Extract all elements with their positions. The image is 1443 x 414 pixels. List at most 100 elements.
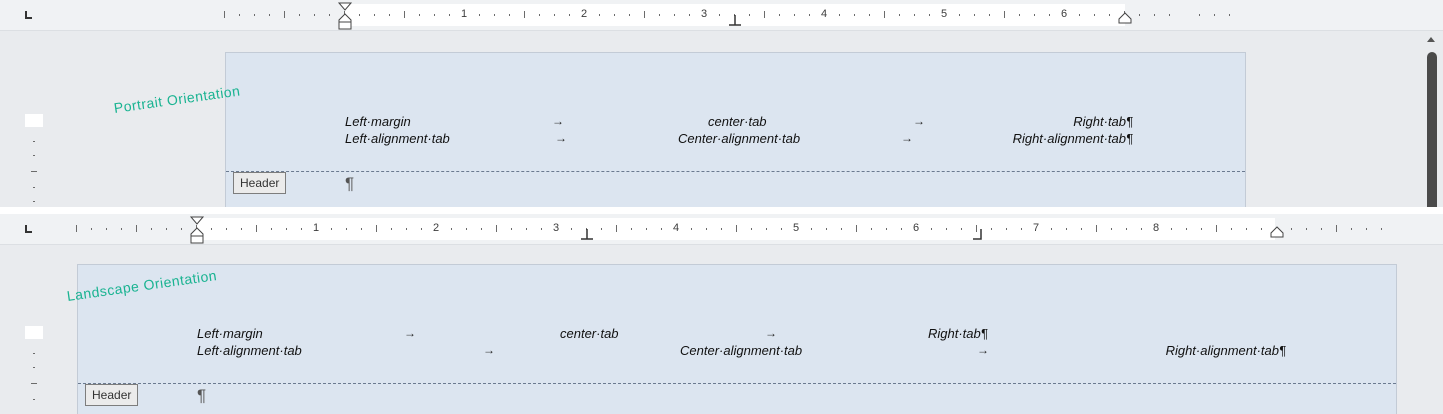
ruler-tick — [629, 14, 630, 16]
pane-divider — [0, 207, 1443, 214]
first-line-indent-icon[interactable] — [189, 216, 205, 244]
ruler-tick — [809, 14, 810, 16]
ruler-tick — [419, 14, 420, 16]
ruler-tick — [241, 228, 242, 230]
ruler-tick — [1109, 14, 1110, 16]
center-tab-stop-icon[interactable] — [581, 229, 593, 241]
ruler-tick — [1201, 228, 1202, 230]
ruler-tick — [779, 14, 780, 16]
ruler-tick — [689, 14, 690, 16]
right-tab-stop-icon[interactable] — [971, 229, 983, 241]
tab-selector-icon[interactable] — [22, 222, 36, 236]
scroll-up-icon[interactable] — [1425, 34, 1437, 44]
ruler-tick — [496, 225, 497, 232]
ruler-tick — [256, 225, 257, 232]
ruler-tick — [136, 225, 137, 232]
ruler-tick — [599, 14, 600, 16]
tab-selector-icon[interactable] — [22, 8, 36, 22]
ruler-tick — [1096, 225, 1097, 232]
ruler-tick — [421, 228, 422, 230]
ruler-tick — [211, 228, 212, 230]
ruler-tick — [1154, 14, 1155, 16]
first-line-indent-icon[interactable] — [337, 2, 353, 30]
ruler-tick — [839, 14, 840, 16]
horizontal-ruler[interactable]: 1 2 3 4 5 6 7 8 — [0, 214, 1443, 245]
right-alignment-tab-text: Right·alignment·tab¶ — [1012, 131, 1133, 146]
ruler-tick — [721, 228, 722, 230]
center-alignment-tab-text: Center·alignment·tab — [680, 343, 803, 358]
ruler-number: 8 — [1152, 222, 1160, 234]
ruler-tick — [1004, 11, 1005, 18]
scrollbar-thumb[interactable] — [1427, 52, 1437, 207]
ruler-tick — [1306, 228, 1307, 230]
ruler-tick — [481, 228, 482, 230]
paragraph-mark[interactable]: ¶ — [197, 386, 207, 405]
ruler-tick — [884, 11, 885, 18]
ruler-tick — [811, 228, 812, 230]
ruler-tick — [736, 225, 737, 232]
right-indent-icon[interactable] — [1270, 226, 1284, 238]
orientation-label: Portrait Orientation — [112, 82, 242, 116]
vertical-ruler[interactable] — [24, 30, 44, 207]
ruler-tick — [614, 14, 615, 16]
ruler-tick — [674, 14, 675, 16]
ruler-tick — [1261, 228, 1262, 230]
ruler-tick — [331, 228, 332, 230]
ruler-tick — [659, 14, 660, 16]
ruler-tick — [1051, 228, 1052, 230]
ruler-number: 3 — [700, 8, 708, 20]
horizontal-ruler[interactable]: 1 2 3 4 5 6 — [0, 0, 1443, 31]
ruler-tick — [1199, 14, 1200, 16]
ruler-tick — [826, 228, 827, 230]
ruler-tick — [301, 228, 302, 230]
vertical-ruler[interactable] — [24, 244, 44, 414]
ruler-tick — [166, 228, 167, 230]
tab-arrow: → — [765, 326, 777, 340]
center-alignment-tab-text: Center·alignment·tab — [678, 131, 801, 146]
ruler-tick — [976, 225, 977, 232]
ruler-tick — [511, 228, 512, 230]
ruler-tick — [106, 228, 107, 230]
ruler-tick — [1066, 228, 1067, 230]
ruler-tick — [974, 14, 975, 16]
ruler-tick — [1006, 228, 1007, 230]
header-boundary — [226, 171, 1245, 172]
document-page[interactable]: Left·margin → center·tab → Right·tab¶ Le… — [77, 264, 1397, 414]
ruler-tick — [781, 228, 782, 230]
ruler-tick — [749, 14, 750, 16]
ruler-tick — [254, 14, 255, 16]
ruler-tick — [376, 225, 377, 232]
paragraph-mark[interactable]: ¶ — [345, 174, 355, 193]
ruler-tick — [181, 228, 182, 230]
ruler-number: 1 — [460, 8, 468, 20]
header-tag[interactable]: Header — [85, 384, 139, 406]
tab-arrow: → — [901, 131, 913, 145]
center-tab-stop-icon[interactable] — [729, 15, 741, 27]
ruler-tick — [1186, 228, 1187, 230]
ruler-tick — [1169, 14, 1170, 16]
ruler-tick — [1049, 14, 1050, 16]
header-tag[interactable]: Header — [233, 172, 287, 194]
ruler-tick — [1021, 228, 1022, 230]
ruler-tick — [271, 228, 272, 230]
ruler-tick — [346, 228, 347, 230]
right-indent-icon[interactable] — [1118, 12, 1132, 24]
ruler-tick — [571, 228, 572, 230]
document-page[interactable]: Left·margin → center·tab → Right·tab¶ Le… — [225, 52, 1246, 207]
ruler-tick — [494, 14, 495, 16]
ruler-tick — [1351, 228, 1352, 230]
ruler-tick — [901, 228, 902, 230]
ruler-tick — [554, 14, 555, 16]
ruler-tick — [359, 14, 360, 16]
ruler-number: 3 — [552, 222, 560, 234]
vertical-scrollbar[interactable] — [1425, 30, 1437, 207]
ruler-tick — [449, 14, 450, 16]
ruler-tick — [616, 225, 617, 232]
ruler-tick — [224, 11, 225, 18]
ruler-number: 6 — [1060, 8, 1068, 20]
ruler-tick — [1214, 14, 1215, 16]
ruler-tick — [961, 228, 962, 230]
ruler-number: 2 — [580, 8, 588, 20]
ruler-tick — [361, 228, 362, 230]
ruler-number: 2 — [432, 222, 440, 234]
